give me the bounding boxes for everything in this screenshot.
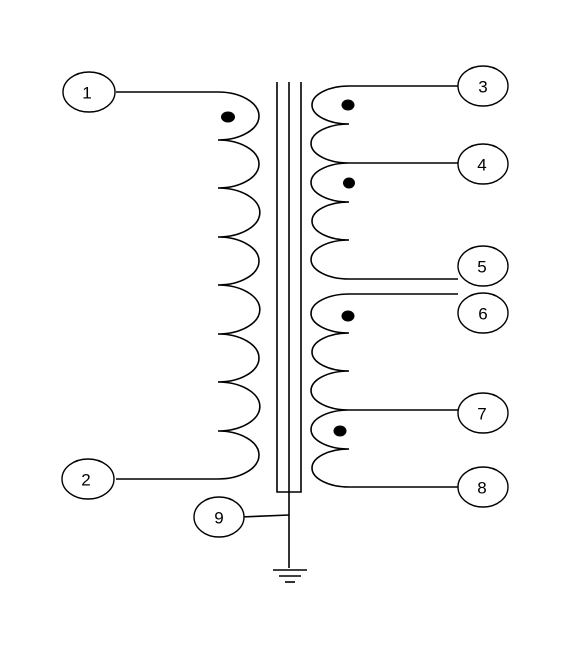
terminal-label-2: 2 [81,471,90,490]
terminal-9: 9 [193,496,245,538]
ground-symbol [273,569,307,583]
terminal-5: 5 [457,245,509,287]
terminal-4: 4 [457,143,509,185]
terminal-label-1: 1 [82,84,91,103]
terminal-label-3: 3 [478,78,487,97]
polarity-dot-3 [341,99,355,111]
terminal-1: 1 [62,71,116,113]
secondary-upper-winding [310,85,458,280]
terminal-label-8: 8 [477,479,486,498]
primary-coil [217,91,261,480]
polarity-dot-7 [333,425,347,437]
secondary-lower-winding [310,293,458,488]
terminal-3: 3 [457,65,509,107]
terminal-7: 7 [457,392,509,434]
polarity-dot-primary [221,111,235,123]
polarity-dot-4 [343,177,355,189]
secondary-upper-coil [310,85,350,280]
terminal-label-6: 6 [478,305,487,324]
terminal-label-5: 5 [477,258,486,277]
terminal-label-4: 4 [477,156,486,175]
terminal-6: 6 [457,292,509,334]
secondary-lower-coil [310,293,350,488]
terminal-label-9: 9 [214,509,223,528]
terminal-8: 8 [457,466,509,508]
polarity-dot-6 [341,310,355,322]
terminal-2: 2 [61,458,115,500]
primary-winding [116,91,261,480]
lead-9 [239,514,290,518]
transformer-core [276,82,302,568]
terminal-label-7: 7 [477,405,486,424]
